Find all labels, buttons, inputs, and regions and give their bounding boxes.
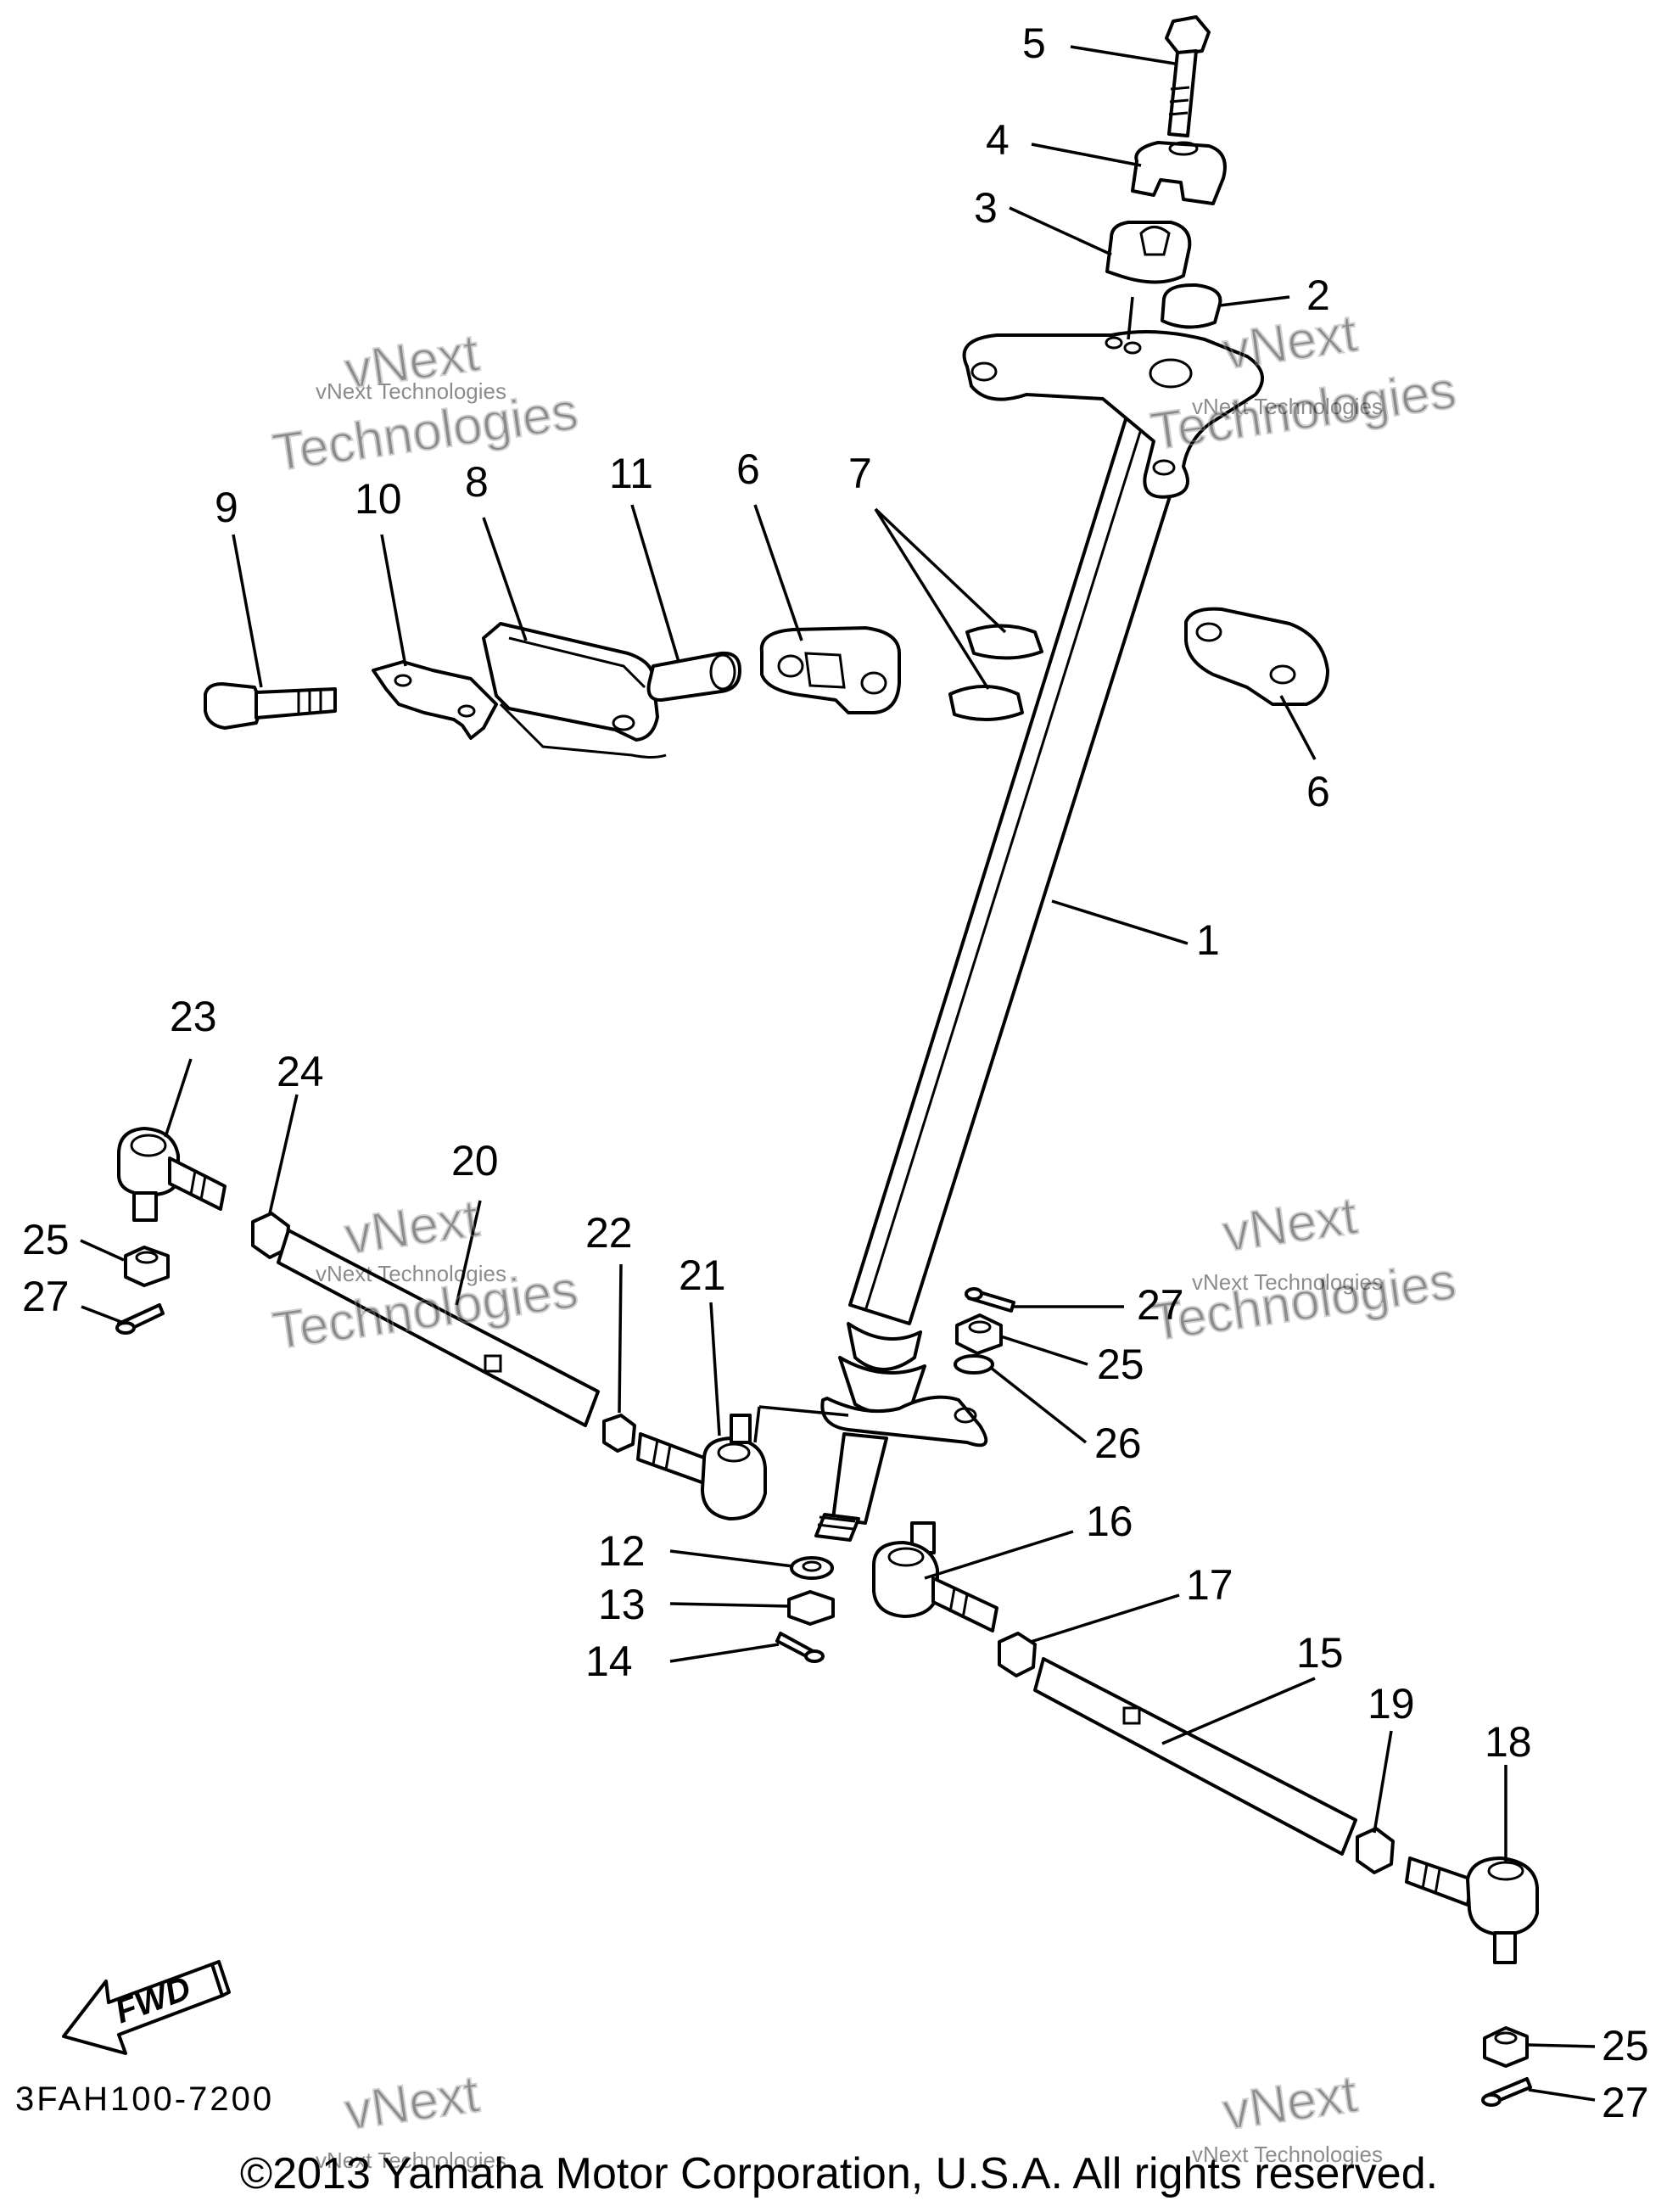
callout-16: 16	[1086, 1498, 1133, 1545]
callout-4: 4	[986, 116, 1010, 164]
callout-8: 8	[465, 458, 489, 506]
tie-rod-part-15	[1033, 1657, 1357, 1856]
cotter-pin-part-27c	[1481, 2077, 1532, 2107]
callout-14: 14	[585, 1638, 633, 1685]
tie-rod-end-part-23	[117, 1127, 227, 1222]
callout-13: 13	[598, 1581, 646, 1628]
cotter-pin-part-27a	[115, 1303, 165, 1335]
watermark-text: vNext	[1219, 2064, 1361, 2141]
callout-24: 24	[277, 1048, 324, 1095]
castle-nut-part-25b	[955, 1313, 1003, 1355]
watermark-text: vNext Technologies	[1192, 2142, 1383, 2167]
plate-part-8	[482, 622, 667, 759]
lock-plate-part-10	[372, 660, 498, 740]
callout-25: 25	[1097, 1341, 1144, 1388]
callout-2: 2	[1306, 272, 1330, 319]
callout-27: 27	[1137, 1281, 1184, 1329]
callout-18: 18	[1485, 1718, 1532, 1766]
steering-column-part	[848, 404, 1191, 1325]
bolt-part-5	[1165, 15, 1211, 137]
collar-part-11	[646, 651, 741, 703]
washer-part-26	[954, 1354, 994, 1375]
handlebar-upper-holder-part-4	[1131, 141, 1227, 205]
callout-numbers: 5 4 3 2 9 10 8 11 6 7 6 1 23 24 20 25 27…	[22, 20, 1649, 2126]
cotter-pin-part-14	[775, 1632, 825, 1663]
watermark-text: vNext Technologies	[316, 1261, 506, 1286]
callout-11: 11	[609, 450, 653, 497]
callout-19: 19	[1368, 1680, 1415, 1728]
callout-10: 10	[355, 475, 402, 523]
callout-23: 23	[170, 993, 217, 1040]
watermark-text: vNext	[1219, 304, 1361, 380]
drawing-code: 3FAH100-7200	[15, 2080, 275, 2118]
watermark-text: vNext	[1219, 1186, 1361, 1263]
nut-part-19	[1356, 1827, 1395, 1874]
column-upper-bracket-part	[962, 296, 1264, 499]
fwd-arrow-icon: FWD	[62, 1960, 231, 2055]
nut-part-13	[787, 1590, 835, 1626]
callout-6: 6	[736, 445, 760, 493]
nut-part-22	[602, 1414, 636, 1453]
callout-21: 21	[679, 1252, 726, 1299]
callout-15: 15	[1296, 1629, 1344, 1677]
cap-part-2	[1161, 283, 1222, 329]
watermark-text: vNext Technologies	[1192, 394, 1383, 419]
washer-part-12	[790, 1556, 834, 1580]
nut-part-17	[998, 1632, 1037, 1677]
tie-rod-end-part-16	[872, 1521, 998, 1632]
callout-7: 7	[848, 450, 872, 497]
callout-17: 17	[1186, 1561, 1233, 1609]
nut-part-25c	[1483, 2026, 1529, 2068]
copyright-notice: ©2013 Yamaha Motor Corporation, U.S.A. A…	[239, 2149, 1439, 2198]
callout-3: 3	[974, 184, 998, 232]
bolt-part-9	[204, 682, 337, 730]
column-holder-part-6a	[759, 626, 901, 714]
watermark-text: vNext Technologies	[316, 378, 506, 404]
handlebar-lower-holder-part-3	[1105, 221, 1192, 284]
watermark-text: vNext Technologies	[1192, 1269, 1383, 1295]
tie-rod-end-part-21	[636, 1414, 767, 1520]
watermark-text: vNext	[341, 1189, 483, 1265]
column-lower-collar-part	[753, 1322, 988, 1542]
callout-26: 26	[1094, 1420, 1142, 1467]
callout-6: 6	[1306, 768, 1330, 815]
callout-20: 20	[451, 1137, 499, 1184]
cotter-pin-part-27b	[965, 1287, 1015, 1313]
callout-27: 27	[22, 1273, 70, 1320]
watermark: vNext Technologies vNext Technologies vN…	[268, 303, 1460, 2173]
callout-27: 27	[1602, 2079, 1649, 2126]
callout-25: 25	[22, 1216, 70, 1263]
callout-22: 22	[585, 1209, 633, 1257]
callout-1: 1	[1196, 916, 1220, 964]
watermark-text: vNext Technologies	[316, 2148, 506, 2173]
leader-lines	[80, 45, 1596, 2102]
callout-25: 25	[1602, 2022, 1649, 2069]
washers-part-7	[948, 624, 1043, 721]
watermark-text: vNext	[341, 2064, 483, 2141]
callout-12: 12	[598, 1527, 646, 1575]
column-holder-part-6b	[1184, 607, 1329, 706]
callout-9: 9	[215, 484, 238, 531]
tie-rod-part-20	[277, 1229, 600, 1427]
tie-rod-end-part-18	[1405, 1856, 1539, 1964]
callout-5: 5	[1022, 20, 1046, 67]
nut-part-25a	[124, 1246, 170, 1287]
watermark-text: Technologies	[1147, 1252, 1459, 1352]
